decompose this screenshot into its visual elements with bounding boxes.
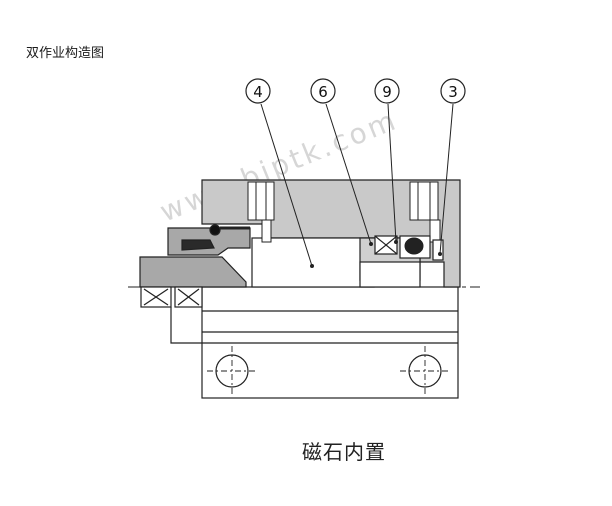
seal-9 — [374, 235, 398, 255]
end-cap-right — [432, 239, 444, 261]
cylinder-body-lower — [201, 286, 459, 399]
page-title: 双作业构造图 — [26, 46, 105, 61]
mount-hole-right — [400, 346, 450, 396]
callout-4: 4 — [245, 78, 271, 104]
port-right — [409, 181, 441, 243]
callout-6: 6 — [310, 78, 336, 104]
magnet-ring — [399, 235, 431, 259]
piston-rod — [251, 237, 375, 288]
leader-dots — [310, 240, 442, 268]
callout-4-label: 4 — [253, 83, 263, 101]
rod-seal-left — [140, 286, 203, 308]
callout-3: 3 — [440, 78, 466, 104]
port-left — [247, 181, 275, 243]
leader-lines — [260, 103, 454, 267]
callout-3-label: 3 — [448, 83, 458, 101]
callout-9-label: 9 — [382, 83, 392, 101]
callout-6-label: 6 — [318, 83, 328, 101]
rod-gland — [139, 224, 251, 288]
mount-hole-left — [207, 346, 257, 396]
callout-9: 9 — [374, 78, 400, 104]
rod-lower-outline — [170, 307, 202, 344]
diagram-caption: 磁石内置 — [302, 440, 386, 464]
